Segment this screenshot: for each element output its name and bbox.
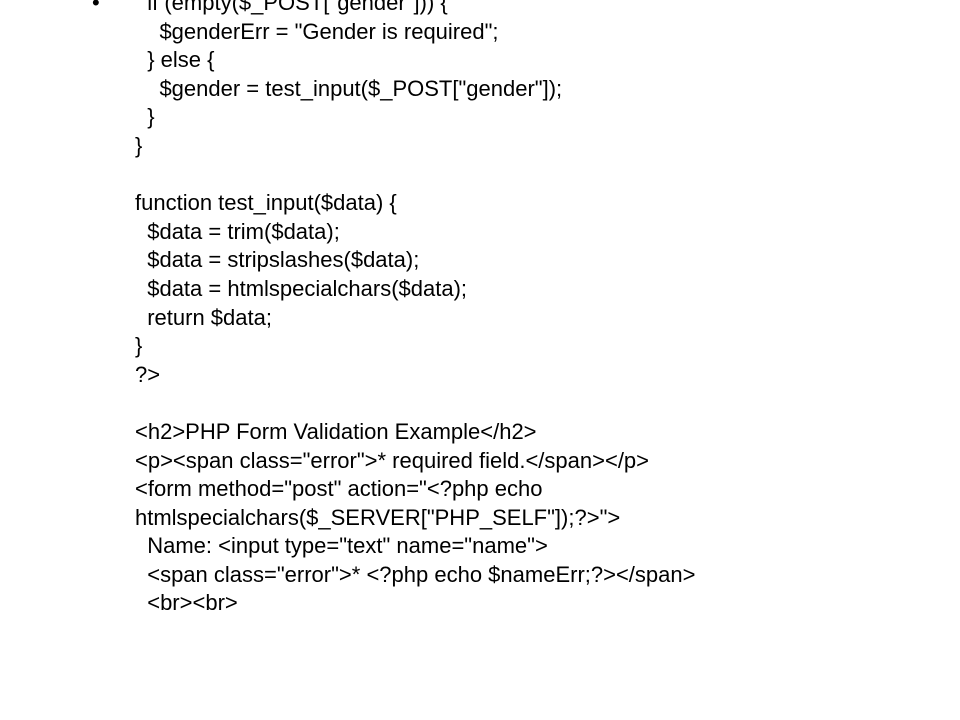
code-line: } (135, 333, 143, 359)
code-line: <span class="error">* <?php echo $nameEr… (135, 561, 696, 587)
code-line: $data = trim($data); (135, 218, 340, 244)
code-line: <p><span class="error">* required field.… (135, 447, 650, 473)
code-line: Name: <input type="text" name="name"> (135, 533, 548, 559)
code-line (135, 161, 935, 190)
code-line: <h2>PHP Form Validation Example</h2> (135, 418, 537, 444)
code-line: function test_input($data) { (135, 190, 397, 216)
code-line (135, 389, 935, 418)
code-line: } (135, 132, 143, 158)
code-line: ?> (135, 361, 161, 387)
code-line: } else { (135, 47, 215, 73)
bullet-point: • (92, 0, 100, 15)
code-line: <br><br> (135, 590, 238, 616)
code-line: if (empty($_POST["gender"])) { (135, 0, 448, 15)
code-line: <form method="post" action="<?php echo (135, 476, 543, 502)
code-line: $genderErr = "Gender is required"; (135, 18, 499, 44)
code-line: htmlspecialchars($_SERVER["PHP_SELF"]);?… (135, 504, 621, 530)
code-line: } (135, 104, 155, 130)
code-line: $data = stripslashes($data); (135, 247, 420, 273)
code-line: $data = htmlspecialchars($data); (135, 275, 468, 301)
php-code-block: if (empty($_POST["gender"])) { $genderEr… (135, 0, 935, 618)
code-line: $gender = test_input($_POST["gender"]); (135, 75, 563, 101)
code-line: return $data; (135, 304, 272, 330)
